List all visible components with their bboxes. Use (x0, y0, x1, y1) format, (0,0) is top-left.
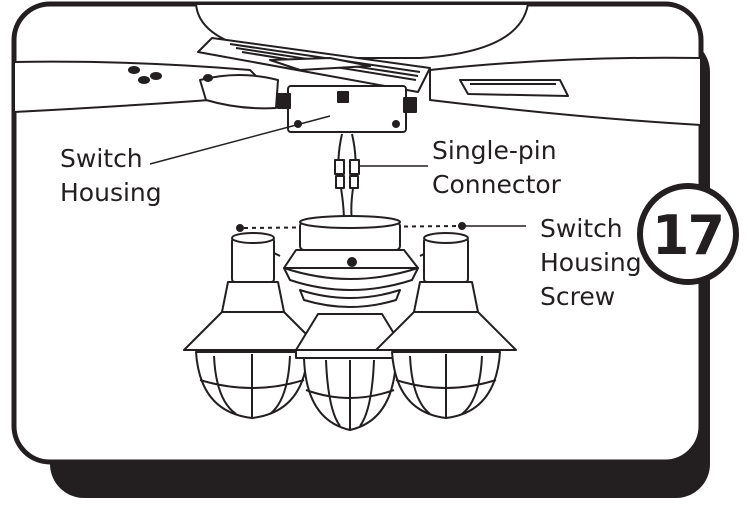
label-switch-housing-line2: Housing (60, 178, 162, 207)
motor-housing (195, 4, 529, 59)
label-switch-housing-screw: Switch Housing Screw (540, 212, 642, 314)
label-switch-housing-screw-line1: Switch (540, 214, 623, 243)
switch-housing-screw (236, 222, 466, 232)
fan-blade-right (429, 56, 701, 126)
label-single-pin-connector-line2: Connector (432, 170, 561, 199)
light-kit-body (239, 215, 461, 308)
label-single-pin-connector-line1: Single-pin (432, 136, 557, 165)
single-pin-connector (334, 133, 360, 223)
label-single-pin-connector: Single-pin Connector (432, 134, 561, 202)
step-number-badge (637, 183, 739, 285)
lamp-right (375, 232, 517, 419)
switch-housing (277, 85, 417, 133)
label-switch-housing: Switch Housing (60, 142, 162, 210)
leader-lines (149, 115, 526, 227)
fan-blade-top (197, 37, 431, 93)
label-switch-housing-screw-line2: Housing (540, 248, 642, 277)
lamp-center (295, 313, 405, 431)
label-switch-housing-screw-line3: Screw (540, 282, 616, 311)
label-switch-housing-line1: Switch (60, 144, 143, 173)
lamp-left (183, 232, 323, 419)
step-number: 17 (651, 204, 725, 267)
fan-blade-left (14, 60, 279, 113)
leader-switch-housing (149, 115, 331, 165)
